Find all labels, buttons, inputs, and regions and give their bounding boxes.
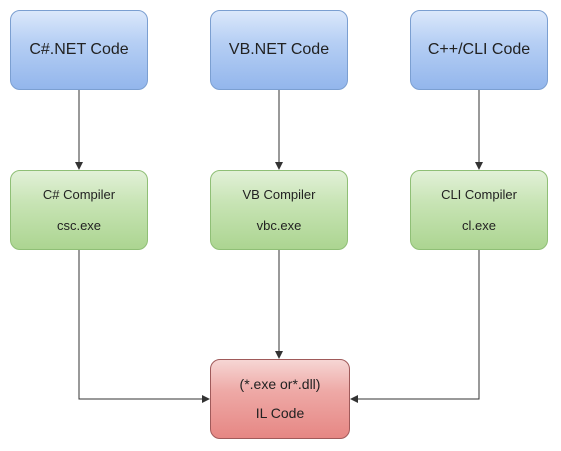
csharp-compiler-node: C# Compiler csc.exe: [10, 170, 148, 250]
arrow-cli-compiler-to-il: [350, 250, 480, 403]
cpp-cli-code-node: C++/CLI Code: [410, 10, 548, 90]
vb-compiler-node: VB Compiler vbc.exe: [210, 170, 348, 250]
csharp-code-label: C#.NET Code: [29, 41, 129, 58]
il-code-node: (*.exe or*.dll) IL Code: [210, 359, 350, 439]
cpp-cli-code-label: C++/CLI Code: [427, 41, 531, 58]
csharp-compiler-exe: csc.exe: [56, 218, 102, 233]
il-code-label: IL Code: [255, 405, 305, 421]
cli-compiler-name: CLI Compiler: [441, 187, 517, 202]
vb-code-node: VB.NET Code: [210, 10, 348, 90]
vb-compiler-name: VB Compiler: [242, 187, 316, 202]
il-code-file-types: (*.exe or*.dll): [239, 376, 321, 392]
csharp-compiler-name: C# Compiler: [42, 187, 116, 202]
csharp-code-node: C#.NET Code: [10, 10, 148, 90]
vb-code-label: VB.NET Code: [228, 41, 330, 58]
cli-compiler-node: CLI Compiler cl.exe: [410, 170, 548, 250]
arrow-csharp-compiler-to-il: [78, 250, 210, 403]
vb-compiler-exe: vbc.exe: [256, 218, 302, 233]
cli-compiler-exe: cl.exe: [462, 218, 496, 233]
